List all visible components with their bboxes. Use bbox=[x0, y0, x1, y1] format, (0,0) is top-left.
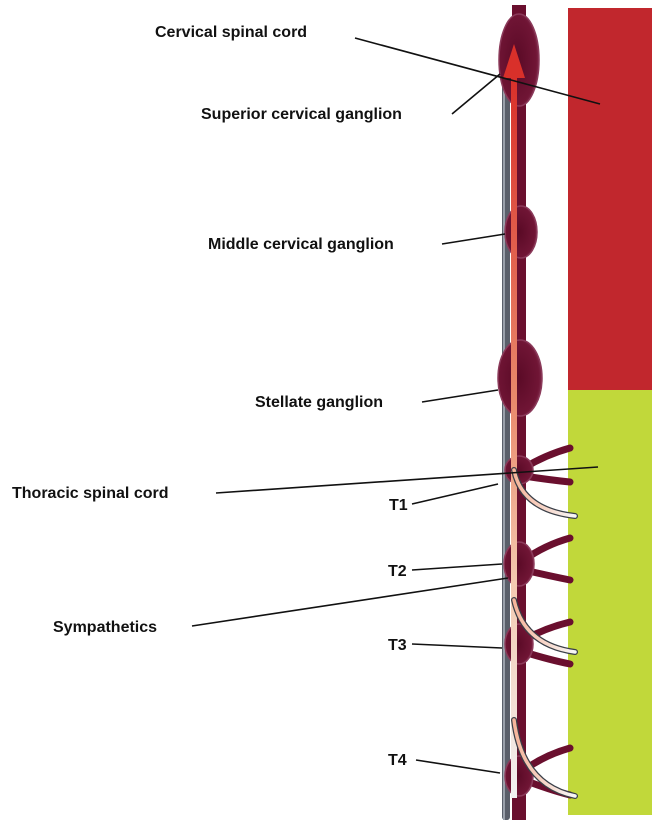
sympathetic-chain-highlight bbox=[503, 60, 505, 820]
cervical-region-bar bbox=[568, 8, 652, 390]
middle-cervical-ganglion-leader bbox=[442, 234, 505, 244]
middle-cervical-ganglion-label: Middle cervical ganglion bbox=[208, 236, 394, 253]
stellate-ganglion-leader bbox=[422, 390, 498, 402]
sympathetics-label: Sympathetics bbox=[53, 619, 157, 636]
t2-leader bbox=[412, 564, 502, 570]
stellate-ganglion-shape bbox=[498, 340, 542, 416]
stellate-ganglion-label: Stellate ganglion bbox=[255, 394, 383, 411]
sympathetics-leader bbox=[192, 578, 508, 626]
thoracic-spinal-cord-label: Thoracic spinal cord bbox=[12, 485, 168, 502]
cervical-spinal-cord-label: Cervical spinal cord bbox=[155, 24, 307, 41]
t1-label: T1 bbox=[389, 497, 408, 514]
t4-leader bbox=[416, 760, 500, 773]
superior-cervical-ganglion-label: Superior cervical ganglion bbox=[201, 106, 402, 123]
t4-label: T4 bbox=[388, 752, 407, 769]
t3-leader bbox=[412, 644, 502, 648]
thoracic-region-bar bbox=[568, 390, 652, 815]
t2-ganglion-shape bbox=[504, 542, 534, 586]
middle-cervical-ganglion-shape bbox=[505, 206, 537, 258]
t3-label: T3 bbox=[388, 637, 407, 654]
t2-label: T2 bbox=[388, 563, 407, 580]
ascending-fiber bbox=[511, 78, 517, 798]
cervical-spinal-cord-leader bbox=[355, 38, 600, 104]
t1-leader bbox=[412, 484, 498, 504]
superior-cervical-ganglion-leader bbox=[452, 74, 500, 114]
